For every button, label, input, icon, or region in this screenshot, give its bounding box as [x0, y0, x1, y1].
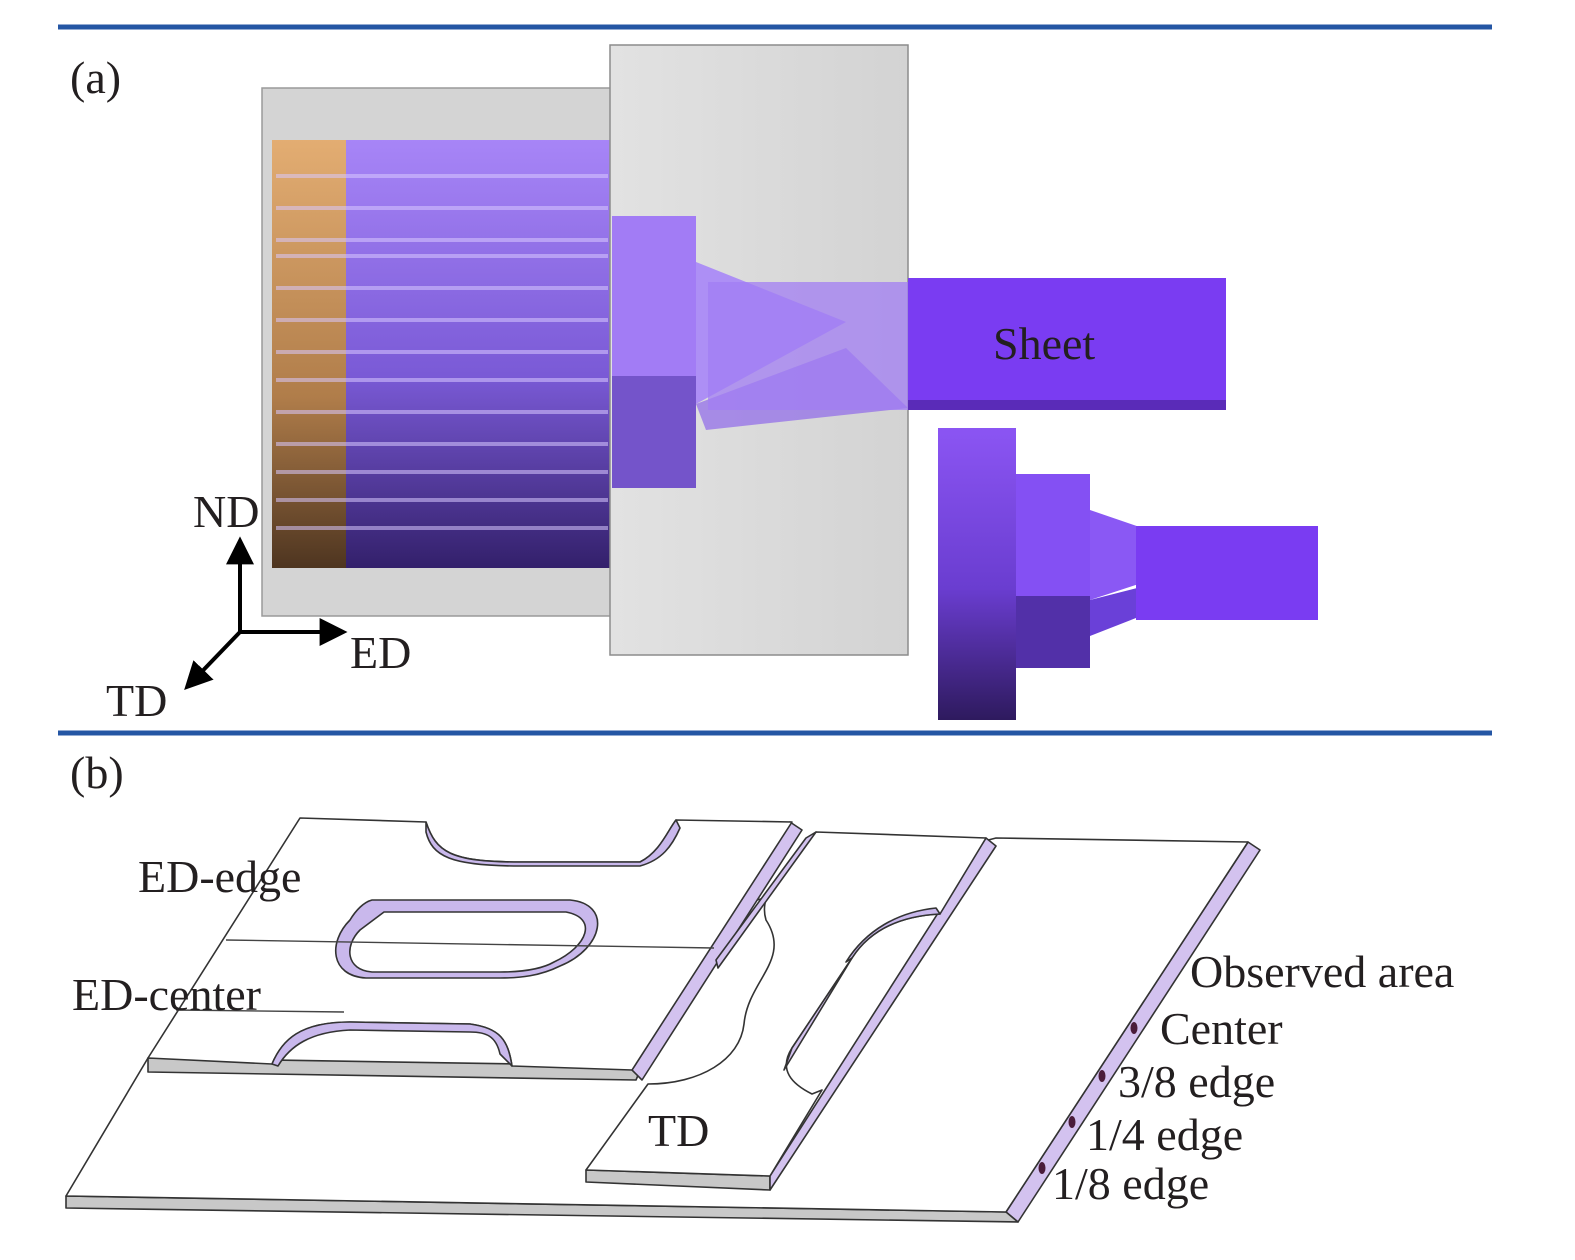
- sheet-sampling-diagram: [65, 817, 1261, 1223]
- axis-td-label: TD: [106, 675, 167, 726]
- die-plug-lower: [612, 376, 696, 488]
- inset-step-upper: [1016, 474, 1090, 596]
- ed-specimen-slot-floor: [349, 911, 587, 973]
- observed-point-center: [1130, 1022, 1138, 1034]
- observed-point-1-4-edge: [1068, 1116, 1076, 1128]
- inset-step-lower: [1016, 596, 1090, 668]
- td-specimen-edge: [769, 837, 997, 1191]
- td-specimen-side-left: [715, 831, 817, 969]
- axis-nd-label: ND: [193, 486, 259, 537]
- sheet-bottom-edge: [908, 400, 1226, 410]
- ed-center-line: [175, 1009, 345, 1013]
- sheet-bar: [908, 278, 1226, 410]
- sheet-inside-die: [708, 282, 908, 410]
- position-3-8-edge-label: 3/8 edge: [1118, 1056, 1275, 1107]
- extrusion-die-assembly: Sheet ND ED TD: [106, 44, 1318, 726]
- coordinate-axes: ND ED TD: [106, 486, 411, 726]
- td-specimen-side-mid: [783, 957, 853, 1071]
- position-1-8-edge-label: 1/8 edge: [1052, 1158, 1209, 1209]
- billet-stripes: [276, 174, 608, 530]
- position-1-4-edge-label: 1/4 edge: [1086, 1109, 1243, 1160]
- inset-flange: [938, 428, 1016, 720]
- panel-b-label: (b): [70, 747, 124, 798]
- position-center-label: Center: [1160, 1003, 1283, 1054]
- ed-specimen-lower-cutout: [271, 1021, 513, 1067]
- observed-point-3-8-edge: [1098, 1070, 1106, 1082]
- inset-side-view: [938, 428, 1318, 720]
- ed-edge-label: ED-edge: [138, 851, 301, 902]
- sheet-label: Sheet: [993, 318, 1095, 369]
- td-specimen-label: TD: [648, 1105, 709, 1156]
- td-specimen-cutout-right: [845, 907, 941, 963]
- ed-edge-line: [225, 939, 715, 949]
- observed-area-label: Observed area: [1190, 946, 1454, 997]
- panel-a-label: (a): [70, 52, 121, 103]
- axis-ed-label: ED: [350, 627, 411, 678]
- inset-sheet: [1136, 526, 1318, 620]
- ed-specimen-upper-cutout: [425, 819, 681, 867]
- axis-td-arrow: [184, 630, 242, 691]
- die-plug-upper: [612, 216, 696, 376]
- observed-point-1-8-edge: [1038, 1162, 1046, 1174]
- ed-center-label: ED-center: [72, 969, 261, 1020]
